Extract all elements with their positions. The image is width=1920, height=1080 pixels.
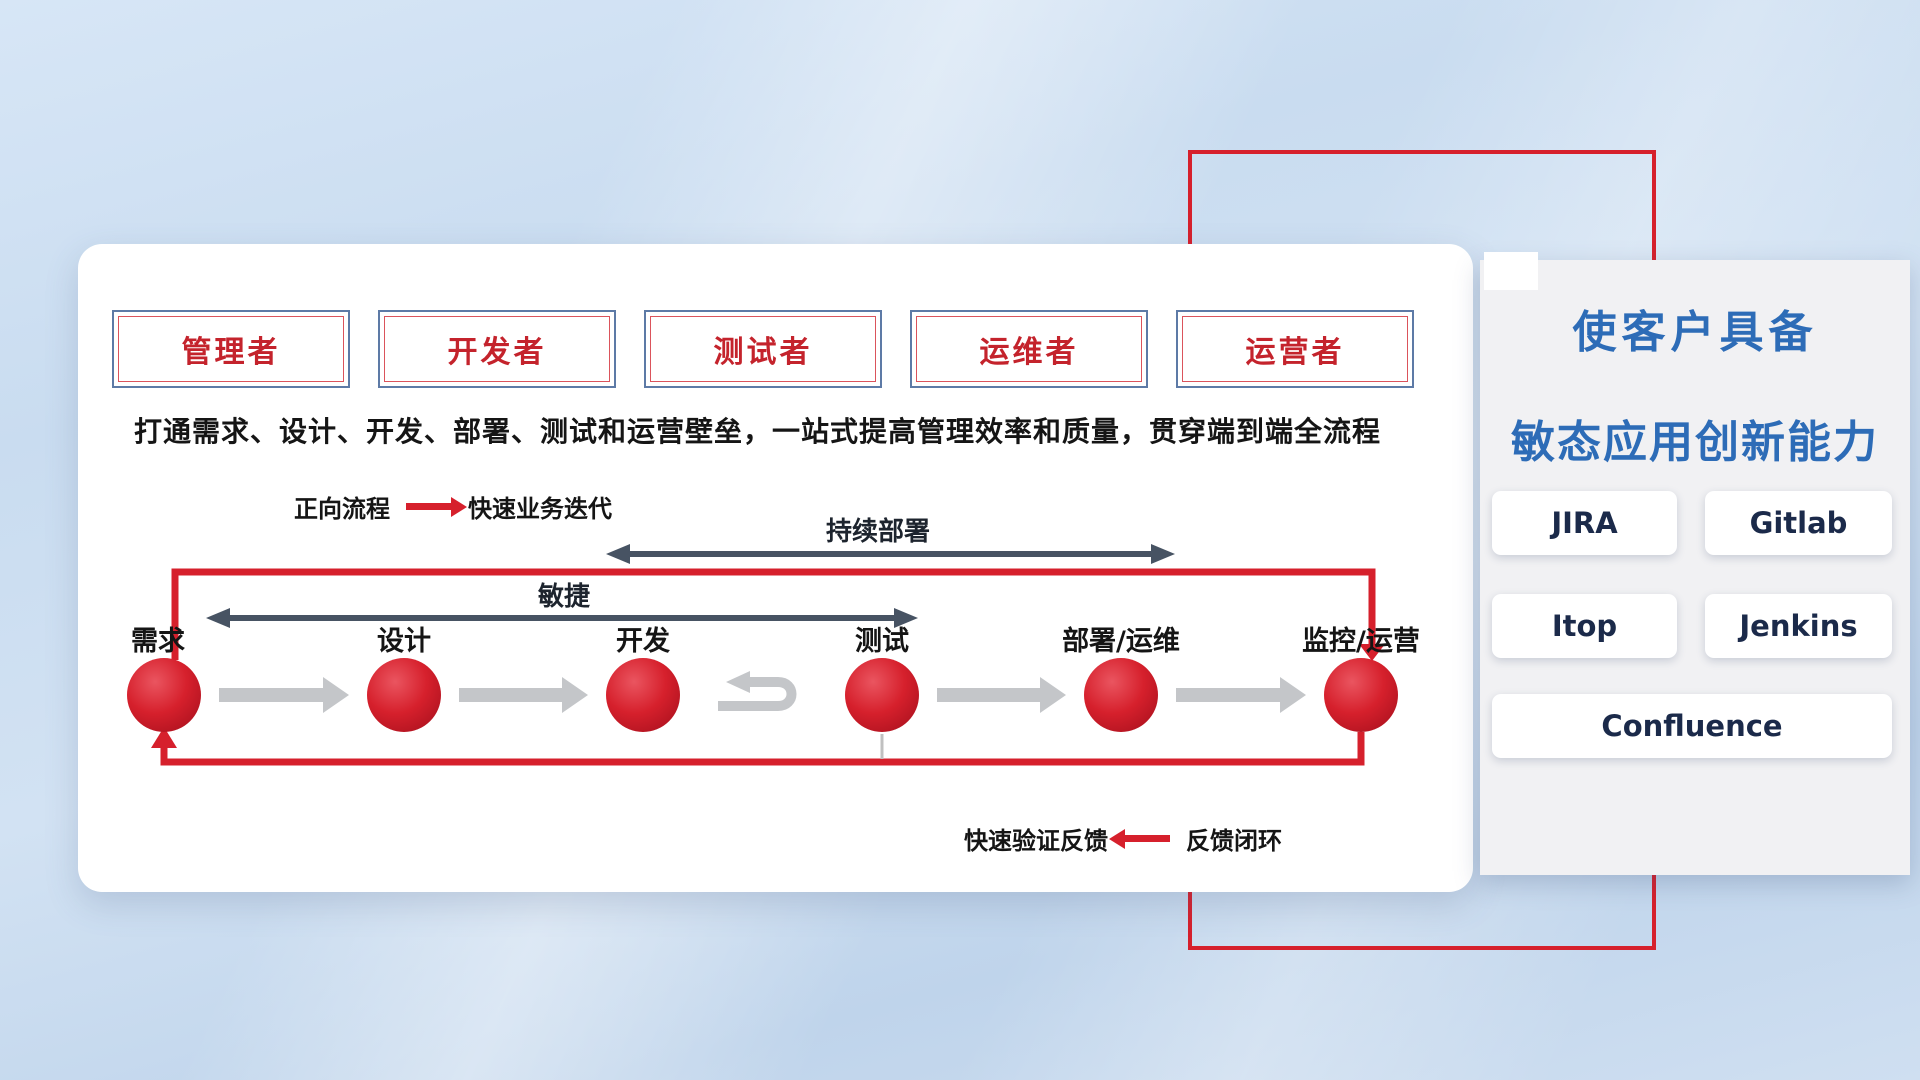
stage-label-requirements: 需求 [131,626,185,657]
role-label-manager: 管理者 [118,316,344,382]
iteration-loop-icon [718,677,797,711]
agile-span-label: 敏捷 [537,582,590,612]
forward-loop-arrowhead [1359,644,1385,661]
feedback-legend: 快速验证反馈 反馈闭环 [964,821,1282,856]
iteration-loop-arrowhead [726,671,750,693]
capability-title: 使客户具备 敏态应用创新能力 [1480,296,1910,470]
role-label-tester: 测试者 [650,316,876,382]
tool-button-itop: Itop [1492,594,1677,658]
devops-flow-card: 持续部署 敏捷 需求 设计 开发 测试 部署/运维 监控/运营 管理者 [78,244,1473,892]
feedback-arrow-icon [1109,829,1170,849]
tool-button-jira: JIRA [1492,491,1677,555]
stage-circle-deploy-ops [1084,658,1158,732]
panel-corner-notch [1484,252,1538,290]
feedback-loop-line [160,732,1365,766]
cd-span-arrowhead-left [606,544,630,564]
feedback-legend-value: 反馈闭环 [1186,827,1282,855]
feedback-loop-arrowhead [151,727,177,748]
role-box-developer: 开发者 [378,310,616,388]
headline-text: 打通需求、设计、开发、部署、测试和运营壁垒，一站式提高管理效率和质量，贯穿端到端… [134,415,1382,448]
role-label-developer: 开发者 [384,316,610,382]
stage-circle-design [367,658,441,732]
capability-panel: 使客户具备 敏态应用创新能力 JIRA Gitlab Itop Jenkins … [1480,260,1910,875]
stage-label-testing: 测试 [855,626,909,657]
stage-arrow-4 [1176,677,1306,713]
capability-title-line2: 敏态应用创新能力 [1511,417,1879,468]
flow-diagram: 持续部署 敏捷 需求 设计 开发 测试 部署/运维 监控/运营 [127,516,1420,766]
stage-label-development: 开发 [616,625,670,657]
forward-legend: 正向流程 快速业务迭代 [294,489,612,524]
role-box-tester: 测试者 [644,310,882,388]
forward-arrow-icon [406,497,467,517]
stage-label-monitor-ops: 监控/运营 [1302,626,1420,657]
cd-span-label: 持续部署 [826,516,930,547]
stage-label-deploy-ops: 部署/运维 [1062,625,1180,657]
agile-span-arrowhead-left [206,608,230,628]
role-label-ops: 运维者 [916,316,1142,382]
agile-span-arrowhead-right [894,608,918,628]
role-box-ops: 运维者 [910,310,1148,388]
stage-circle-development [606,658,680,732]
capability-title-line1: 使客户具备 [1572,307,1818,358]
stage-arrow-1 [219,677,349,713]
roles-row: 管理者 开发者 测试者 运维者 运营者 [112,310,1414,388]
forward-legend-value: 快速业务迭代 [468,495,612,523]
stage-circle-monitor-ops [1324,658,1398,732]
feedback-legend-label: 快速验证反馈 [964,827,1108,855]
stage-circle-testing [845,658,919,732]
tool-button-jenkins: Jenkins [1705,594,1892,658]
cd-span-arrowhead-right [1151,544,1175,564]
forward-loop-line [171,568,1376,660]
tool-button-confluence: Confluence [1492,694,1892,758]
stage-arrow-3 [937,677,1066,713]
tool-button-gitlab: Gitlab [1705,491,1892,555]
stage-circle-requirements [127,658,201,732]
stage-label-design: 设计 [377,626,431,657]
role-box-operator: 运营者 [1176,310,1414,388]
role-label-operator: 运营者 [1182,316,1408,382]
stage-arrow-2 [459,677,588,713]
role-box-manager: 管理者 [112,310,350,388]
forward-legend-label: 正向流程 [294,495,390,523]
